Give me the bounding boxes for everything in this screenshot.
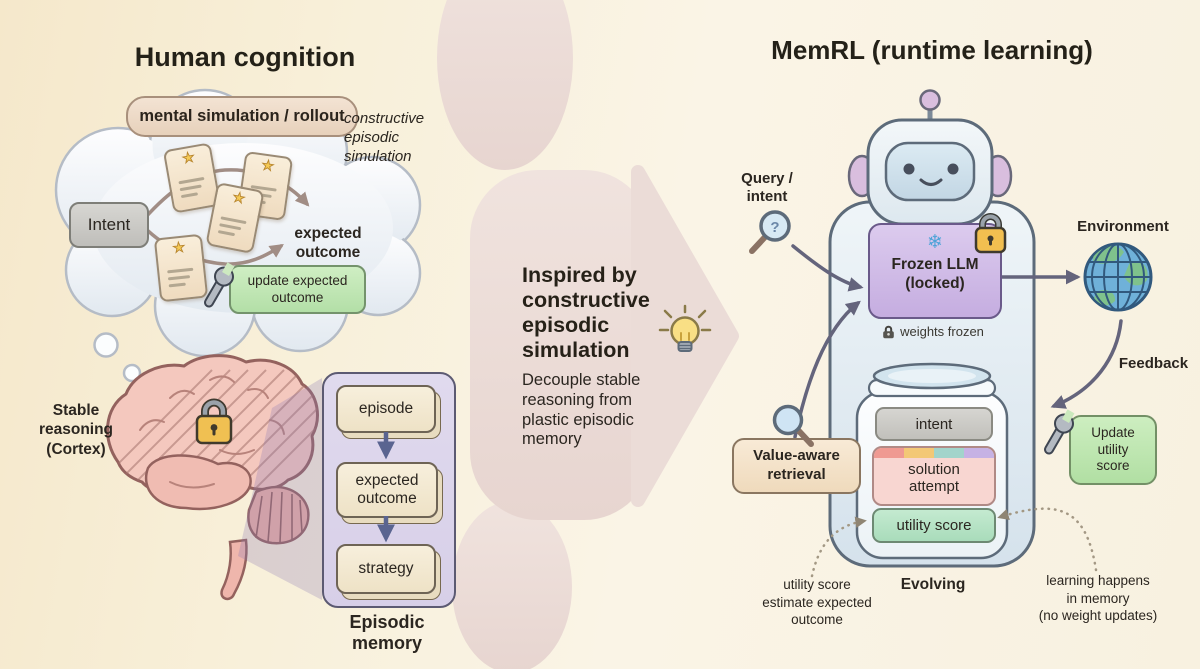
constructive-episodic-note: constructive episodic simulation (344, 110, 425, 166)
episode-card: ★ (153, 233, 209, 303)
right-section-title: MemRL (runtime learning) (771, 35, 1093, 65)
mini-lock-icon (883, 325, 894, 338)
robot-ear-left (847, 154, 877, 198)
query-magnifier-icon: ? (749, 210, 791, 254)
weights-frozen-label: weights frozen (900, 324, 984, 339)
value-aware-retrieval-box: Value-aware retrieval (732, 438, 861, 494)
evolving-label: Evolving (900, 576, 966, 593)
star-icon: ★ (171, 238, 186, 256)
utility-note-dotted-arrow (810, 516, 867, 578)
frozen-llm-label: Frozen LLM (locked) (891, 256, 979, 292)
globe-icon (1083, 242, 1153, 312)
robot-eye-right (947, 163, 959, 175)
memory-box-expected-outcome: expected outcome (336, 462, 438, 518)
update-expected-outcome-box: update expected outcome (229, 265, 366, 314)
utility-score-note: utility score estimate expected outcome (762, 577, 872, 628)
jar-utility-score-box: utility score (872, 508, 996, 543)
expected-outcome-label: expected outcome (294, 225, 362, 261)
learning-in-memory-note: learning happens in memory (no weight up… (1038, 573, 1158, 624)
memory-box-strategy: strategy (336, 544, 436, 594)
episodic-memory-caption: Episodic memory (349, 612, 425, 653)
intent-box: Intent (69, 202, 149, 248)
memory-box-episode: episode (336, 385, 436, 433)
robot-head (866, 118, 994, 226)
antenna-ball (919, 89, 941, 111)
robot-eye-left (903, 163, 915, 175)
question-glyph: ? (770, 219, 779, 236)
frozen-llm-box: ❄ Frozen LLM (locked) (868, 223, 1002, 319)
environment-label: Environment (1077, 218, 1169, 235)
left-section-title: Human cognition (134, 42, 356, 72)
star-icon: ★ (180, 148, 196, 167)
robot-smile (919, 178, 943, 186)
snowflake-icon: ❄ (927, 232, 943, 253)
query-to-llm-arrow (791, 244, 864, 292)
thought-bubbles (93, 332, 142, 383)
lock-icon (195, 398, 233, 445)
robot-ear-right (983, 154, 1013, 198)
jar-intent-box: intent (875, 407, 993, 441)
retrieval-to-llm-arrow (793, 300, 861, 439)
feedback-label: Feedback (1118, 355, 1189, 372)
weights-frozen-row: weights frozen (868, 324, 998, 339)
query-intent-label: Query / intent (741, 170, 793, 205)
decouple-subtext: Decouple stable reasoning from plastic e… (522, 371, 641, 449)
projection-beam (238, 378, 322, 600)
star-icon: ★ (260, 156, 276, 175)
mental-simulation-banner: mental simulation / rollout (126, 96, 358, 137)
solution-attempt-label: solution attempt (908, 461, 960, 496)
update-utility-score-box: Update utility score (1069, 415, 1157, 485)
jar-solution-attempt-box: solution attempt (872, 446, 996, 506)
inspired-by-headline: Inspired by constructive episodic simula… (522, 263, 650, 362)
star-icon: ★ (231, 188, 247, 207)
solution-color-stripe (874, 448, 994, 458)
stable-reasoning-label: Stable reasoning (Cortex) (38, 402, 114, 458)
learning-note-dotted-arrow (997, 507, 1098, 572)
robot-face (884, 141, 976, 202)
